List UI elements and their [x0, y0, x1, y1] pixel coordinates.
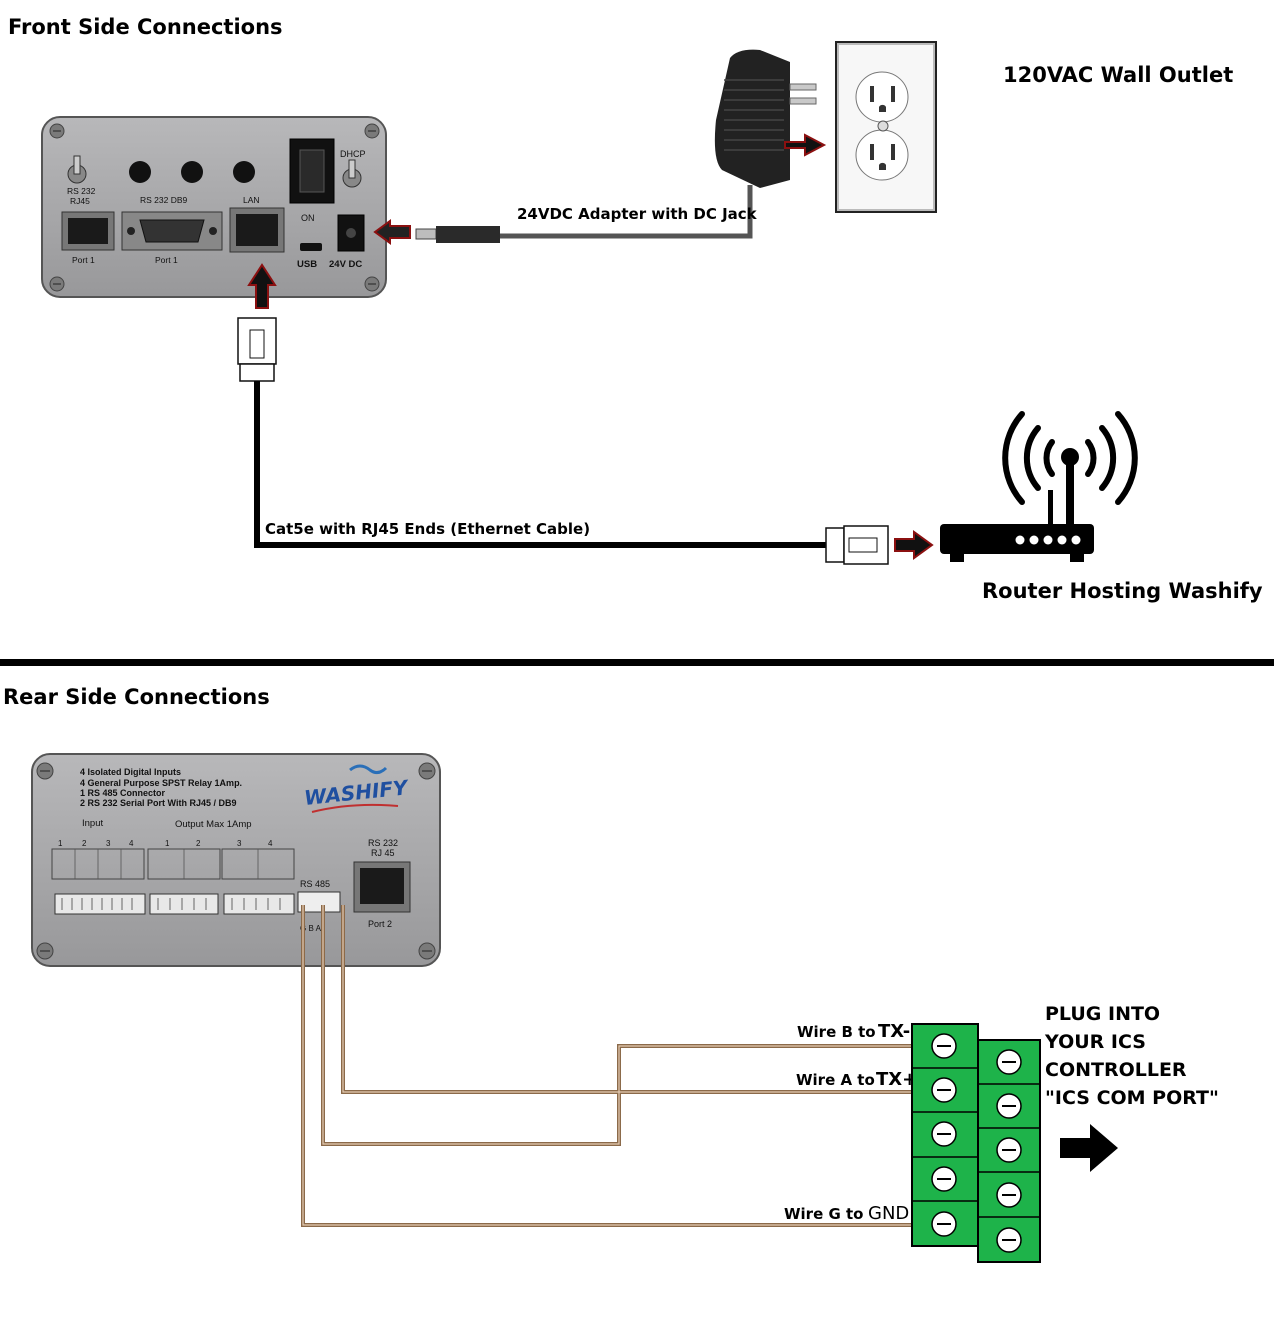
arrow-to-dc-jack-icon [373, 219, 411, 245]
svg-text:3: 3 [106, 839, 111, 848]
svg-text:2: 2 [82, 839, 87, 848]
arrow-to-outlet-icon [784, 133, 827, 157]
rj45-rear-label: RJ 45 [371, 848, 395, 858]
spec-line-2: 4 General Purpose SPST Relay 1Amp. [80, 778, 242, 788]
spec-line-4: 2 RS 232 Serial Port With RJ45 / DB9 [80, 798, 236, 808]
wall-adapter-icon [714, 49, 817, 188]
audio-jack-icon [129, 161, 255, 183]
plug-note-line-3: CONTROLLER [1045, 1059, 1187, 1081]
db9-port-icon [121, 211, 223, 251]
router-icon [940, 411, 1138, 562]
outlet-label: 120VAC Wall Outlet [1003, 63, 1233, 87]
rear-device-panel: 4 Isolated Digital Inputs 4 General Purp… [31, 753, 441, 967]
rs232-rear-label: RS 232 [368, 838, 398, 848]
usb-port-icon [300, 243, 322, 251]
wire-b-target: TX- [878, 1021, 910, 1042]
wire-b-label: Wire B to [797, 1023, 876, 1041]
front-heading: Front Side Connections [8, 15, 283, 39]
ethernet-cable [254, 381, 828, 548]
port1-label-b: Port 1 [155, 255, 178, 265]
rear-heading: Rear Side Connections [3, 685, 270, 709]
wire-g-target: GND [868, 1203, 909, 1224]
cable-label: Cat5e with RJ45 Ends (Ethernet Cable) [265, 520, 590, 538]
rj45-plug-icon [237, 317, 277, 382]
rs485-label: RS 485 [300, 879, 330, 889]
panel-screw-icon [49, 123, 380, 292]
plug-note-line-2: YOUR ICS [1044, 1031, 1146, 1053]
rs232-label: RS 232 [67, 186, 96, 196]
plug-note-line-4: "ICS COM PORT" [1045, 1087, 1219, 1109]
wire-g-label: Wire G to [784, 1205, 864, 1223]
output-label: Output Max 1Amp [175, 819, 252, 830]
rs485-connector-icon [297, 891, 341, 913]
spec-line-3: 1 RS 485 Connector [80, 788, 166, 798]
wall-outlet-icon [835, 41, 937, 213]
svg-text:2: 2 [196, 839, 201, 848]
adapter-cable [500, 185, 753, 239]
router-label: Router Hosting Washify [982, 579, 1263, 603]
svg-text:4: 4 [129, 839, 134, 848]
on-label: ON [301, 213, 315, 223]
wire-a-target: TX+ [876, 1069, 917, 1090]
port2-label: Port 2 [368, 919, 392, 929]
rj45-label: RJ45 [70, 196, 90, 206]
svg-text:1: 1 [58, 839, 63, 848]
rj45-port-icon [353, 861, 411, 913]
adapter-label: 24VDC Adapter with DC Jack [517, 205, 758, 223]
dhcp-toggle-icon [342, 159, 362, 188]
usb-label: USB [297, 259, 317, 270]
arrow-to-router-icon [894, 530, 934, 560]
input-label: Input [82, 818, 103, 829]
rj45-port-icon [61, 211, 115, 251]
terminal-connector-icon [54, 893, 295, 915]
svg-text:3: 3 [237, 839, 242, 848]
gba-label: G B A [300, 924, 322, 933]
dc-label: 24V DC [329, 259, 362, 270]
port1-label-a: Port 1 [72, 255, 95, 265]
svg-text:1: 1 [165, 839, 170, 848]
power-rocker-icon [289, 138, 335, 204]
arrow-to-lan-icon [247, 263, 277, 309]
db9-label: RS 232 DB9 [140, 195, 188, 205]
wire-a-label: Wire A to [796, 1071, 875, 1089]
dhcp-label: DHCP [340, 149, 366, 159]
lan-label: LAN [243, 195, 260, 205]
plug-note-line-1: PLUG INTO [1045, 1003, 1160, 1025]
section-divider [0, 659, 1274, 666]
dc-jack-icon [337, 214, 365, 252]
lan-port-icon [229, 207, 285, 253]
front-device-panel: DHCP RS 232 RJ45 RS 232 DB9 LAN ON Port … [41, 116, 387, 298]
spec-line-1: 4 Isolated Digital Inputs [80, 767, 181, 777]
rj45-plug-icon [825, 525, 889, 565]
dc-plug-icon [415, 226, 500, 243]
ics-terminal-block [911, 1023, 1041, 1263]
toggle-switch-icon [67, 155, 87, 184]
arrow-right-icon [1060, 1124, 1118, 1172]
svg-text:4: 4 [268, 839, 273, 848]
